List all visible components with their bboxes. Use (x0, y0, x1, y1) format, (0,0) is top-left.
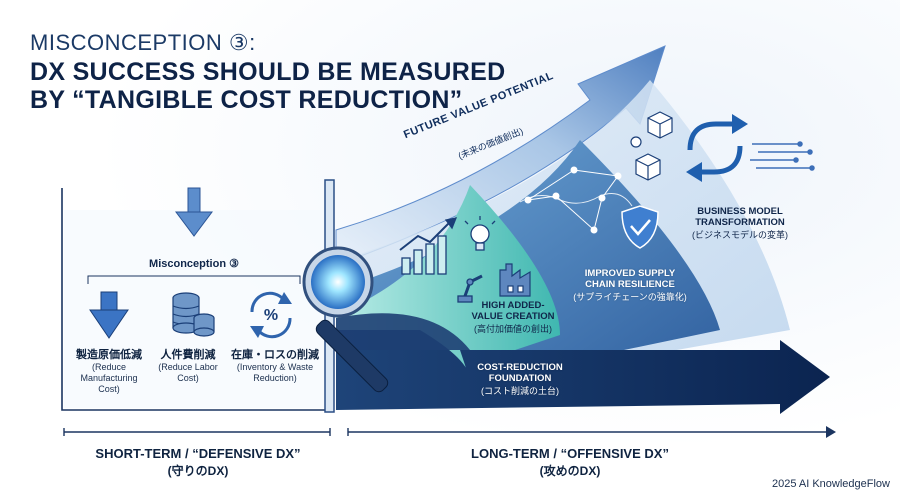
axis-arrowhead (826, 426, 836, 438)
factory-icon (499, 263, 531, 297)
long-term-label-jp: (攻めのDX) (539, 464, 601, 478)
circuit-lines-icon (750, 141, 815, 171)
item-1-jp: 製造原価低減 (76, 349, 142, 361)
credit-text: 2025 AI KnowledgeFlow (771, 478, 890, 490)
short-term-label-jp: (守りのDX) (167, 464, 229, 478)
item-1-en: (Reduce Manufacturing Cost) (80, 362, 138, 394)
magnifying-glass-icon (302, 246, 389, 393)
item-3-jp: 在庫・ロスの削減 (231, 349, 319, 361)
headline-line-1: DX SUCCESS SHOULD BE MEASURED (30, 58, 506, 86)
short-term-label: SHORT-TERM / “DEFENSIVE DX” (95, 446, 301, 461)
svg-text:%: % (264, 307, 278, 324)
stage-value-creation-jp: (高付加価値の創出) (474, 324, 552, 334)
cost-reduction-arrow (336, 330, 830, 414)
stage-supply-chain-jp: (サプライチェーンの強靠化) (573, 292, 687, 302)
left-top-arrow-shaft (187, 187, 201, 215)
down-arrow-icon (175, 211, 213, 237)
item-2-jp: 人件費削減 (160, 349, 216, 361)
growth-chart-icon (399, 217, 458, 275)
headline-line-2: BY “TANGIBLE COST REDUCTION” (30, 86, 463, 114)
shield-check-icon (621, 205, 659, 249)
stage-cost-reduction: COST-REDUCTION FOUNDATION (477, 362, 563, 384)
lightbulb-icon (464, 216, 496, 251)
stage-cost-reduction-jp: (コスト削減の土台) (481, 386, 559, 396)
item-3-en: (Inventory & Waste Reduction) (236, 362, 314, 383)
long-term-label: LONG-TERM / “OFFENSIVE DX” (471, 446, 669, 461)
item-2-en: (Reduce Labor Cost) (158, 362, 218, 383)
coin-stack-icon (172, 292, 215, 337)
globe-network-icon (519, 166, 633, 234)
long-term-axis (347, 428, 826, 436)
left-panel-frame (61, 188, 330, 411)
left-panel-heading: Misconception ③ (149, 258, 239, 270)
stage-value-creation: HIGH ADDED- VALUE CREATION (471, 300, 555, 322)
stage-business-model-jp: (ビジネスモデルの変革) (692, 230, 788, 240)
cycle-arrows-icon (686, 114, 748, 182)
box-icon (630, 111, 673, 181)
stage-supply-chain: IMPROVED SUPPLY CHAIN RESILIENCE (584, 268, 676, 290)
down-arrow-icon (89, 291, 129, 339)
stage-business-model: BUSINESS MODEL TRANSFORMATION (695, 206, 785, 228)
misconception-title: MISCONCEPTION ③: (30, 30, 256, 55)
short-term-bracket (63, 428, 331, 436)
robot-arm-icon (457, 274, 483, 303)
percent-cycle-icon: % (250, 291, 292, 339)
